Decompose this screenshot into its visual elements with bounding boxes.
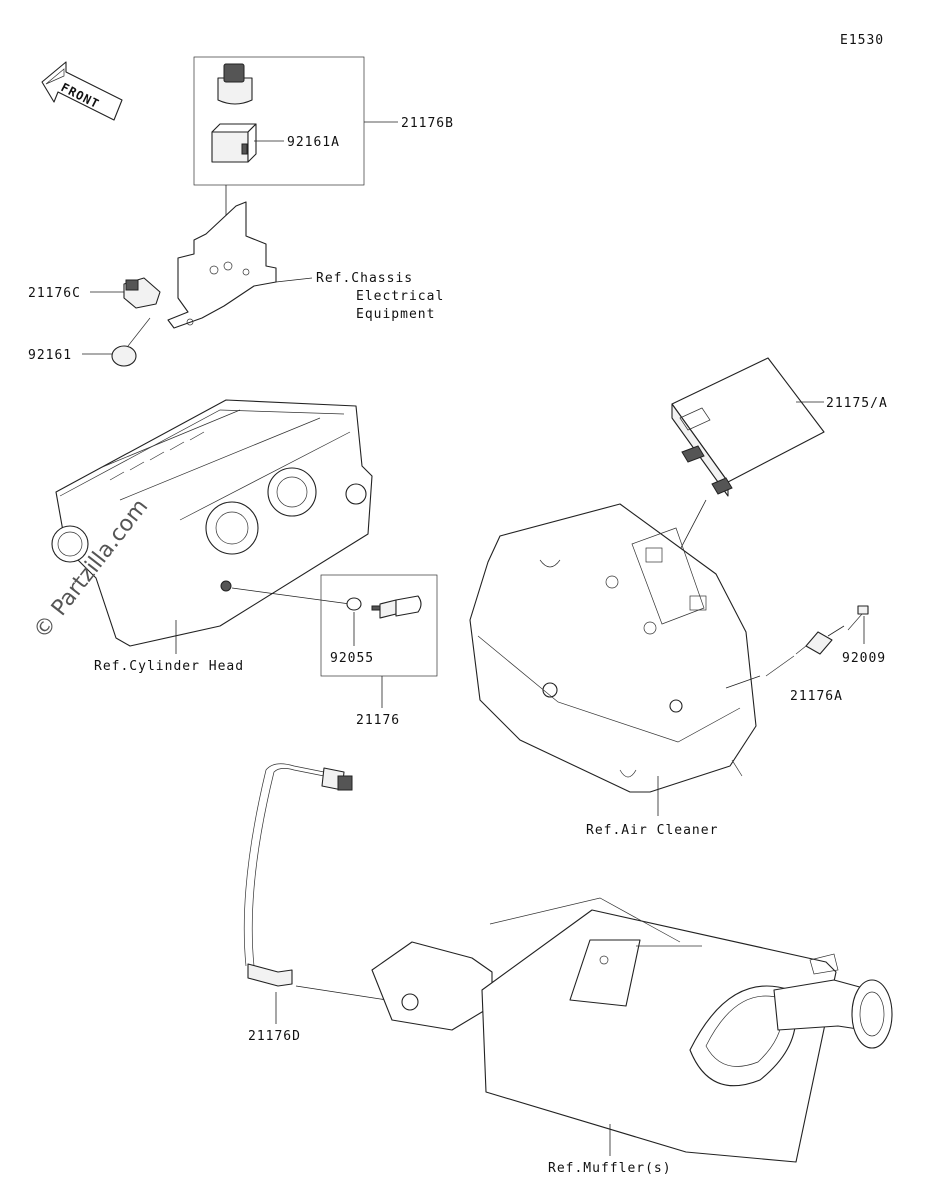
ref-chassis-line3: Equipment bbox=[356, 307, 435, 322]
cylinder-head bbox=[51, 399, 373, 647]
relay-box-group bbox=[193, 56, 365, 186]
washer-92055 bbox=[346, 597, 362, 611]
bolt-92009 bbox=[847, 605, 869, 631]
front-arrow-icon: FRONT bbox=[41, 61, 123, 121]
part-label-92161: 92161 bbox=[28, 348, 72, 363]
part-label-21176c: 21176C bbox=[28, 286, 81, 301]
part-label-21176a: 21176A bbox=[790, 689, 843, 704]
part-label-92161a: 92161A bbox=[287, 135, 340, 150]
part-label-92055: 92055 bbox=[330, 651, 374, 666]
relay-bracket bbox=[167, 201, 277, 329]
temp-sensor-21176 bbox=[371, 595, 422, 619]
air-cleaner bbox=[469, 503, 757, 793]
ref-chassis-line1: Ref.Chassis bbox=[316, 271, 413, 286]
sensor-group-box bbox=[320, 574, 438, 677]
muffler bbox=[371, 897, 893, 1163]
part-label-92009: 92009 bbox=[842, 651, 886, 666]
ref-air-cleaner: Ref.Air Cleaner bbox=[586, 823, 718, 838]
ref-cylinder-head: Ref.Cylinder Head bbox=[94, 659, 244, 674]
ref-chassis-line2: Electrical bbox=[356, 289, 444, 304]
sensor-21176a bbox=[765, 631, 833, 677]
o2-sensor-21176d bbox=[243, 763, 353, 987]
figure-code: E1530 bbox=[840, 33, 884, 48]
part-label-21176: 21176 bbox=[356, 713, 400, 728]
ecu-21175a bbox=[671, 357, 825, 497]
part-label-21175a: 21175/A bbox=[826, 396, 888, 411]
part-label-21176b: 21176B bbox=[401, 116, 454, 131]
connector-21176c bbox=[123, 277, 161, 309]
part-label-21176d: 21176D bbox=[248, 1029, 301, 1044]
ref-mufflers: Ref.Muffler(s) bbox=[548, 1161, 672, 1176]
clamp-92161 bbox=[111, 317, 151, 367]
